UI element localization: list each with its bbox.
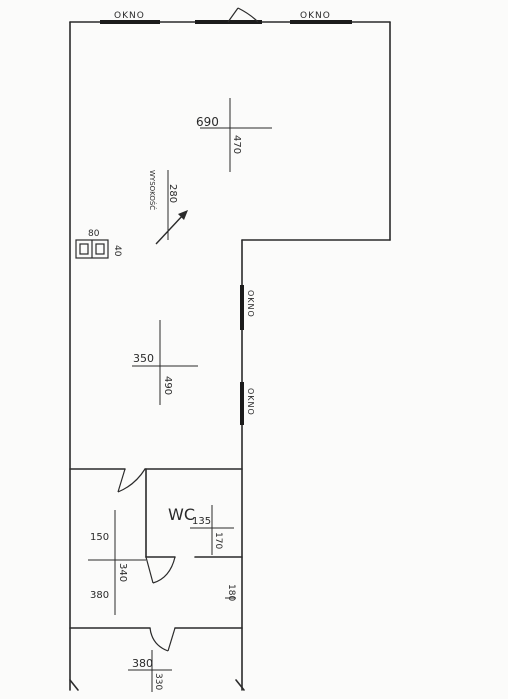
wall-stub-right (235, 679, 245, 691)
chimney-width: 80 (88, 229, 100, 239)
chimney (75, 239, 109, 259)
ceiling-height-label: WYSOKOŚĆ (148, 170, 157, 210)
main-lower-depth: 490 (162, 376, 173, 395)
main-upper-width: 690 (196, 115, 219, 129)
hall-width: 150 (90, 532, 109, 543)
bottom-room-depth: 330 (153, 673, 163, 690)
door-wc (145, 556, 154, 584)
door-top-swing (237, 7, 259, 23)
door-hall-upper-swing (117, 468, 146, 493)
wc-width: 135 (192, 516, 211, 527)
door-wc-swing (152, 556, 176, 584)
window-label-right-upper: OKNO (246, 290, 255, 318)
window-label-top-left: OKNO (114, 11, 145, 21)
wc-depth: 170 (213, 532, 223, 549)
hall-side: 180 (226, 584, 236, 601)
ceiling-height-value: 280 (167, 184, 178, 203)
bottom-room-width: 380 (132, 657, 153, 670)
hall-depth: 340 (117, 563, 128, 582)
window-label-right-lower: OKNO (246, 388, 255, 416)
main-upper-depth: 470 (231, 135, 242, 154)
wc-label: WC (168, 505, 195, 524)
door-hall-upper (117, 468, 126, 493)
door-top (227, 7, 239, 23)
door-bottom-swing (149, 627, 169, 652)
height-arrow (155, 210, 188, 245)
wall-stub-left (69, 679, 79, 691)
window-label-top-right: OKNO (300, 11, 331, 21)
hall-width-lower: 380 (90, 590, 109, 601)
door-bottom (167, 627, 176, 652)
chimney-depth: 40 (112, 245, 122, 257)
main-lower-width: 350 (133, 352, 154, 365)
